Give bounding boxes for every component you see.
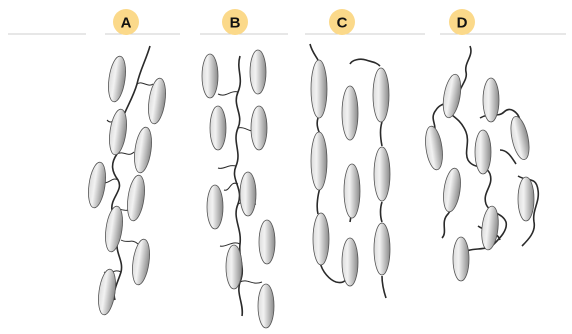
mesogen-ellipse <box>518 177 534 221</box>
badge-label-a: A <box>121 15 132 32</box>
mesogen-ellipse <box>480 205 501 250</box>
mesogen-ellipse <box>423 125 445 171</box>
panel-badge-a: A <box>113 9 139 35</box>
mesogen-ellipse <box>106 55 128 103</box>
mesogen-ellipse <box>202 54 218 98</box>
mesogen-ellipse <box>86 161 108 209</box>
mesogen-ellipse <box>374 147 390 201</box>
panel-a-illustration <box>86 46 168 316</box>
mesogen-ellipse <box>251 106 267 150</box>
mesogen-ellipse <box>226 245 242 289</box>
mesogen-ellipse <box>313 213 329 265</box>
panel-badge-d: D <box>449 9 475 35</box>
mesogen-ellipse <box>483 78 499 122</box>
panel-badge-b: B <box>222 9 248 35</box>
mesogen-ellipse <box>342 86 358 140</box>
badge-label-d: D <box>457 15 468 32</box>
mesogen-ellipse <box>475 130 491 174</box>
mesogen-ellipse <box>259 220 275 264</box>
mesogen-ellipse <box>103 205 125 253</box>
mesogen-ellipse <box>373 68 389 122</box>
mesogen-ellipse <box>342 238 358 286</box>
panel-badge-c: C <box>329 9 355 35</box>
mesogen-ellipse <box>453 237 469 281</box>
mesogen-ellipse <box>311 132 327 190</box>
mesogen-ellipse <box>508 115 533 161</box>
mesogen-ellipse <box>258 284 274 328</box>
mesogen-ellipse <box>210 106 226 150</box>
badge-label-b: B <box>230 15 241 32</box>
mesogen-ellipse <box>132 126 154 174</box>
mesogen-ellipse <box>440 73 463 119</box>
mesogen-ellipse <box>374 223 390 275</box>
mesogen-ellipse <box>107 108 129 156</box>
panel-b-illustration <box>202 50 275 328</box>
mesogen-ellipse <box>130 238 152 286</box>
mesogen-ellipse <box>207 185 223 229</box>
mesogen-ellipse <box>240 172 256 216</box>
mesogen-ellipse <box>344 164 360 218</box>
mesogen-ellipse <box>96 268 118 316</box>
badge-label-c: C <box>337 15 348 32</box>
mesogen-ellipse <box>250 50 266 94</box>
mesogen-ellipse <box>311 60 327 118</box>
panel-c-illustration <box>310 44 390 298</box>
mesogen-ellipse <box>146 77 168 125</box>
mesogen-ellipse <box>441 167 463 213</box>
panel-d-illustration <box>423 46 538 281</box>
mesogen-ellipse <box>125 174 147 222</box>
